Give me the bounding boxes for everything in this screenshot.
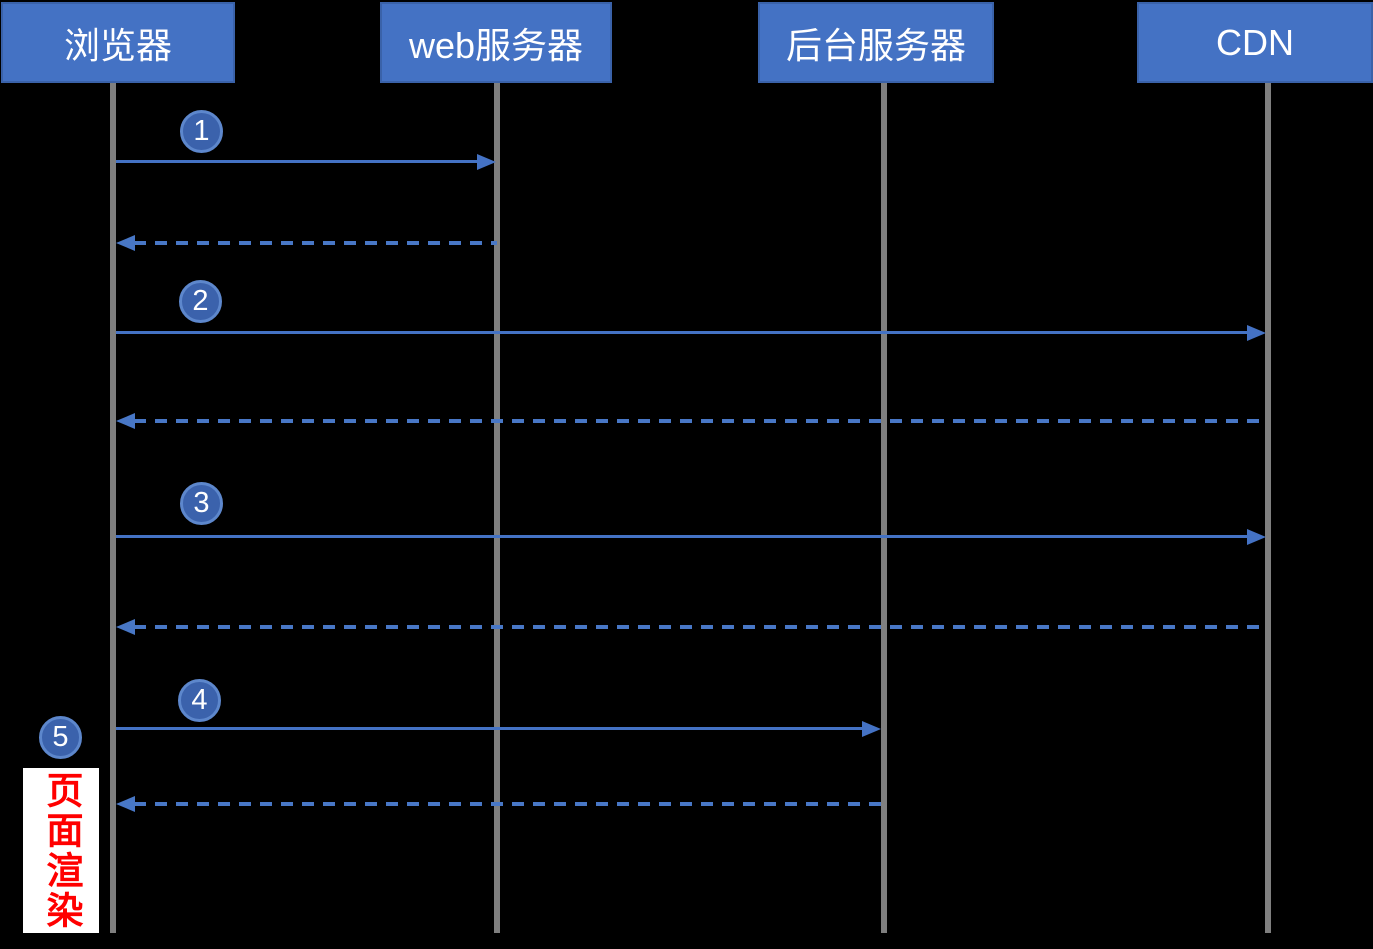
step-4-response-arrowhead-icon: [116, 796, 135, 812]
page-render-note: 页面渲染: [23, 768, 99, 933]
actor-box-web-server: web服务器: [380, 2, 612, 83]
step-3-request-arrowhead-icon: [1247, 529, 1266, 545]
step-4-response-arrow-line: [134, 802, 884, 806]
step-1-request-arrow-line: [116, 160, 479, 163]
step-5-badge: 5: [39, 716, 82, 759]
lifeline-browser: [110, 83, 116, 933]
step-2-response-arrowhead-icon: [116, 413, 135, 429]
step-3-response-arrow-line: [134, 625, 1268, 629]
step-4-request-arrow-line: [116, 727, 862, 730]
step-2-request-arrow-line: [116, 331, 1249, 334]
step-3-badge: 3: [180, 482, 223, 525]
step-1-response-arrow-line: [134, 241, 497, 245]
lifeline-cdn: [1265, 83, 1271, 933]
actor-box-browser: 浏览器: [1, 2, 235, 83]
step-2-badge: 2: [179, 280, 222, 323]
step-2-response-arrow-line: [134, 419, 1268, 423]
actor-box-cdn: CDN: [1137, 2, 1373, 83]
lifeline-web-server: [494, 83, 500, 933]
step-4-badge: 4: [178, 679, 221, 722]
step-1-response-arrowhead-icon: [116, 235, 135, 251]
step-2-request-arrowhead-icon: [1247, 325, 1266, 341]
step-3-request-arrow-line: [116, 535, 1249, 538]
step-3-response-arrowhead-icon: [116, 619, 135, 635]
step-1-badge: 1: [180, 110, 223, 153]
lifeline-backend-server: [881, 83, 887, 933]
actor-box-backend-server: 后台服务器: [758, 2, 994, 83]
step-4-request-arrowhead-icon: [862, 721, 881, 737]
step-1-request-arrowhead-icon: [477, 154, 496, 170]
